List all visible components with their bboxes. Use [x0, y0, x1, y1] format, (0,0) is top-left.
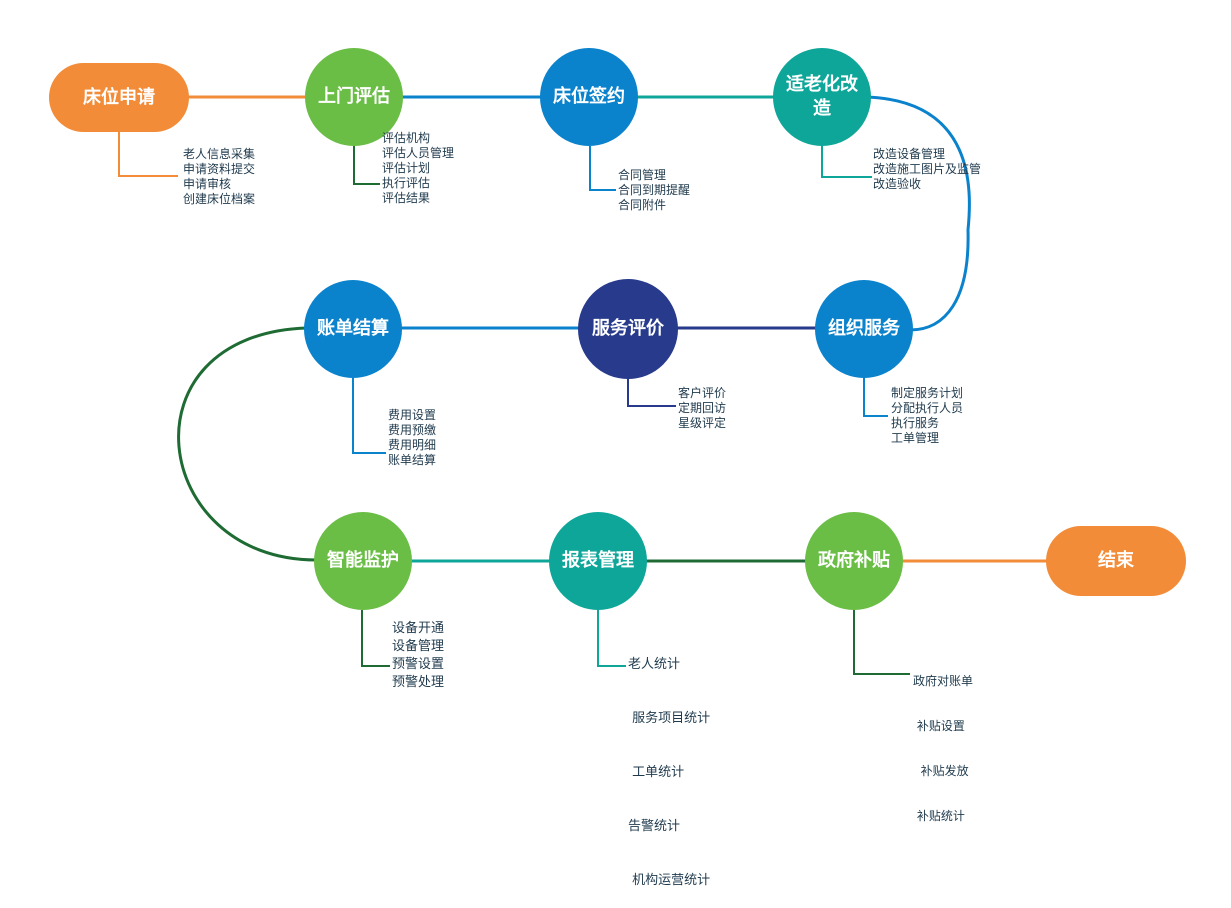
detail-item: 预警处理 [392, 675, 445, 690]
details-assessment: 评估机构 评估人员管理 评估计划 执行评估 评估结果 [382, 131, 454, 206]
detail-item: 费用设置 [388, 408, 437, 422]
flow-connectors [118, 95, 1048, 675]
detail-item: 工单管理 [891, 431, 940, 445]
node-organize: 组织服务 [815, 280, 913, 378]
detail-item: 老人统计 [628, 657, 681, 672]
bracket-start [118, 132, 178, 177]
connector-renovation-organize [864, 95, 971, 332]
detail-item: 创建床位档案 [183, 192, 256, 206]
detail-item: 费用预缴 [388, 423, 437, 437]
details-organize: 制定服务计划 分配执行人员 执行服务 工单管理 [891, 386, 963, 446]
node-subsidy: 政府补贴 [805, 512, 903, 610]
node-renovation: 适老化改造 [773, 48, 871, 146]
detail-item: 账单结算 [388, 453, 437, 467]
detail-item: 客户评价 [678, 386, 727, 400]
bracket-assessment [353, 146, 380, 185]
detail-item: 改造设备管理 [873, 147, 946, 161]
node-evaluation: 服务评价 [578, 279, 678, 379]
detail-item: 补贴设置 [913, 719, 965, 733]
detail-item: 预警设置 [392, 657, 445, 672]
details-renovation: 改造设备管理 改造施工图片及监管 改造验收 [873, 147, 981, 192]
details-evaluation: 客户评价 定期回访 星级评定 [678, 386, 726, 431]
detail-item: 老人信息采集 [183, 147, 256, 161]
detail-item: 评估结果 [382, 191, 431, 205]
bracket-reports [597, 610, 626, 667]
detail-item: 设备管理 [392, 639, 445, 654]
details-reports: 老人统计 服务项目统计 工单统计 告警统计 机构运营统计 [628, 620, 710, 908]
details-subsidy: 政府对账单 补贴设置 补贴发放 补贴统计 [913, 644, 973, 839]
detail-item: 执行服务 [891, 416, 940, 430]
bracket-monitoring [361, 610, 390, 667]
detail-item: 工单统计 [628, 765, 685, 780]
detail-item: 执行评估 [382, 176, 431, 190]
bracket-contract [589, 146, 616, 191]
detail-item: 机构运营统计 [628, 873, 711, 888]
detail-item: 服务项目统计 [628, 711, 711, 726]
bracket-organize [863, 378, 888, 417]
detail-item: 定期回访 [678, 401, 727, 415]
detail-item: 设备开通 [392, 621, 445, 636]
detail-item: 评估人员管理 [382, 146, 455, 160]
node-contract: 床位签约 [540, 48, 638, 146]
details-contract: 合同管理 合同到期提醒 合同附件 [618, 168, 690, 213]
detail-item: 合同附件 [618, 198, 667, 212]
connector-billing-monitoring [177, 326, 317, 562]
bracket-billing [352, 378, 386, 454]
details-start: 老人信息采集 申请资料提交 申请审核 创建床位档案 [183, 147, 255, 207]
detail-item: 补贴统计 [913, 809, 965, 823]
detail-item: 改造验收 [873, 177, 922, 191]
bracket-subsidy [853, 610, 910, 675]
detail-item: 政府对账单 [913, 674, 974, 688]
details-monitoring: 设备开通 设备管理 预警设置 预警处理 [392, 620, 444, 692]
detail-item: 分配执行人员 [891, 401, 964, 415]
node-end: 结束 [1046, 526, 1186, 596]
detail-item: 评估计划 [382, 161, 431, 175]
node-monitoring: 智能监护 [314, 512, 412, 610]
detail-item: 合同到期提醒 [618, 183, 691, 197]
bracket-evaluation [627, 378, 676, 407]
node-billing: 账单结算 [304, 280, 402, 378]
node-reports: 报表管理 [549, 512, 647, 610]
bracket-renovation [821, 146, 872, 178]
detail-item: 告警统计 [628, 819, 681, 834]
node-start: 床位申请 [49, 63, 189, 132]
detail-item: 补贴发放 [913, 764, 969, 778]
node-assessment: 上门评估 [305, 48, 403, 146]
detail-item: 改造施工图片及监管 [873, 162, 982, 176]
detail-item: 星级评定 [678, 416, 727, 430]
detail-item: 合同管理 [618, 168, 667, 182]
detail-item: 申请审核 [183, 177, 232, 191]
detail-item: 评估机构 [382, 131, 431, 145]
detail-item: 申请资料提交 [183, 162, 256, 176]
detail-item: 制定服务计划 [891, 386, 964, 400]
details-billing: 费用设置 费用预缴 费用明细 账单结算 [388, 408, 436, 468]
detail-item: 费用明细 [388, 438, 437, 452]
